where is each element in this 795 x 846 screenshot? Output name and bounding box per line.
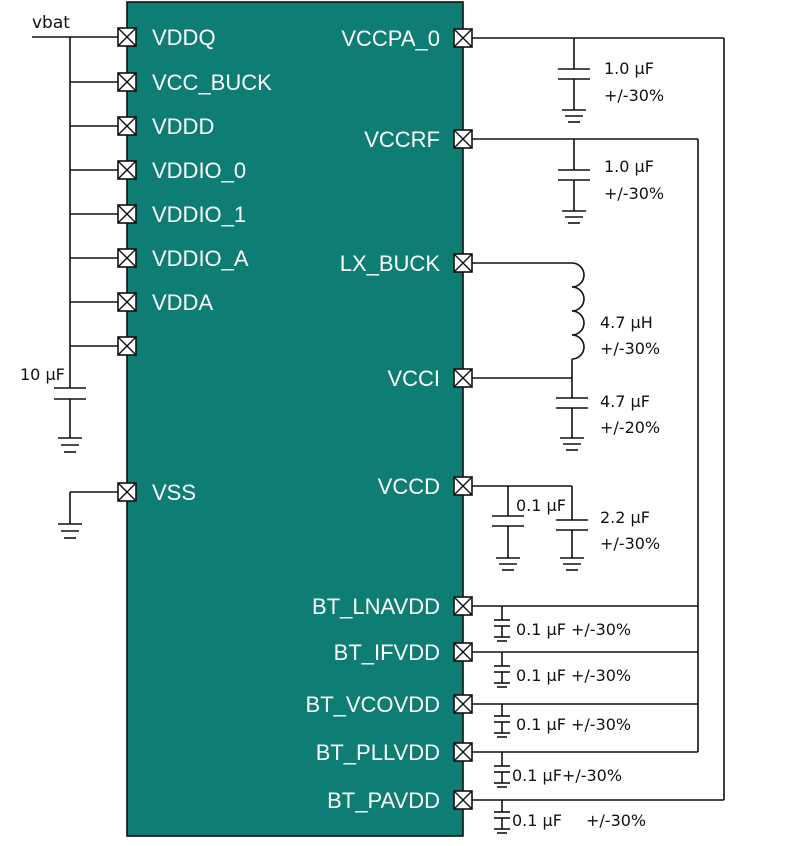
capacitor-bt-pavdd-tolerance: +/-30% <box>586 811 646 830</box>
pin-label-bt-lnavdd: BT_LNAVDD <box>312 594 440 619</box>
capacitor-vccd-value: 2.2 µF <box>600 508 650 527</box>
capacitor-vccd-large <box>556 519 588 571</box>
pin-label-vccpa-0: VCCPA_0 <box>341 26 440 51</box>
pin-label-bt-vcovdd: BT_VCOVDD <box>306 692 440 717</box>
pin-label-vddd: VDDD <box>152 114 214 139</box>
vccpa-net-wiring <box>472 37 725 801</box>
pin-unlabeled-left-7-connector <box>117 336 137 356</box>
capacitor-bt-pavdd-value: 0.1 µF <box>512 811 562 830</box>
pin-vss-connector <box>117 482 137 502</box>
capacitor-bt-pavdd <box>494 800 510 834</box>
capacitor-bt-lnavdd <box>494 606 510 642</box>
capacitor-bt-pllvdd <box>494 752 510 788</box>
pin-bt-ifvdd-connector <box>453 642 473 662</box>
vccd-net-wiring <box>472 485 573 520</box>
pin-label-vddio-a: VDDIO_A <box>152 246 249 271</box>
capacitor-vccpa-tolerance: +/-30% <box>604 86 664 105</box>
pin-label-vss: VSS <box>152 480 196 505</box>
pin-vddio-1-connector <box>117 204 137 224</box>
ground-symbol <box>58 437 82 453</box>
pin-vddio-0-connector <box>117 160 137 180</box>
capacitor-vccd-small-label: 0.1 µF <box>516 496 566 515</box>
pin-label-vddio-1: VDDIO_1 <box>152 202 246 227</box>
pin-label-vdda: VDDA <box>152 290 213 315</box>
capacitor-vcci-tolerance: +/-20% <box>600 418 660 437</box>
capacitor-vccd-small <box>492 515 524 571</box>
capacitor-bt-vcovdd <box>494 704 510 738</box>
pin-bt-pllvdd-connector <box>453 742 473 762</box>
pin-vddd-connector <box>117 116 137 136</box>
capacitor-vccrf-value: 1.0 µF <box>604 157 654 176</box>
pin-vccrf-connector <box>453 129 473 149</box>
capacitor-bt-vcovdd-label: 0.1 µF +/-30% <box>516 715 631 734</box>
pin-vcci-connector <box>453 368 473 388</box>
pin-vccpa-0-connector <box>453 28 473 48</box>
capacitor-vcci-value: 4.7 µF <box>600 392 650 411</box>
pin-label-vcc-buck: VCC_BUCK <box>152 70 272 95</box>
pin-vccd-connector <box>453 476 473 496</box>
pin-vddq-connector <box>117 27 137 47</box>
capacitor-vccpa-value: 1.0 µF <box>604 59 654 78</box>
pin-vcc-buck-connector <box>117 72 137 92</box>
pin-label-bt-pllvdd: BT_PLLVDD <box>316 740 440 765</box>
pin-lx-buck-connector <box>453 253 473 273</box>
capacitor-bt-lnavdd-label: 0.1 µF +/-30% <box>516 620 631 639</box>
pin-label-vddio-0: VDDIO_0 <box>152 158 246 183</box>
inductor-buck <box>472 262 585 379</box>
pin-label-vddq: VDDQ <box>152 25 216 50</box>
pin-bt-lnavdd-connector <box>453 596 473 616</box>
pin-bt-pavdd-connector <box>453 790 473 810</box>
pin-bt-vcovdd-connector <box>453 694 473 714</box>
ic-body <box>126 1 464 837</box>
inductor-buck-tolerance: +/-30% <box>600 339 660 358</box>
capacitor-bt-ifvdd <box>494 652 510 688</box>
pin-vdda-connector <box>117 292 137 312</box>
vbat-net-wiring <box>32 36 118 388</box>
capacitor-vcci <box>556 378 588 451</box>
capacitor-vccd-tolerance: +/-30% <box>600 534 660 553</box>
capacitor-bt-ifvdd-label: 0.1 µF +/-30% <box>516 666 631 685</box>
vss-ground-wiring <box>58 491 118 539</box>
capacitor-bt-pllvdd-label: 0.1 µF+/-30% <box>512 766 622 785</box>
inductor-buck-value: 4.7 µH <box>600 313 653 332</box>
vccrf-net-wiring <box>472 138 699 753</box>
capacitor-vbat-label: 10 µF <box>20 365 65 384</box>
pin-label-vcci: VCCI <box>387 366 440 391</box>
capacitor-vccrf <box>558 169 590 224</box>
pin-label-lx-buck: LX_BUCK <box>340 251 441 276</box>
capacitor-vccrf-tolerance: +/-30% <box>604 184 664 203</box>
pin-label-bt-pavdd: BT_PAVDD <box>327 788 440 813</box>
pin-vddio-a-connector <box>117 248 137 268</box>
pin-label-bt-ifvdd: BT_IFVDD <box>334 640 440 665</box>
capacitor-vccpa <box>558 68 590 123</box>
pin-label-vccd: VCCD <box>378 474 440 499</box>
vbat-net-label: vbat <box>32 13 70 33</box>
pin-label-vccrf: VCCRF <box>364 127 440 152</box>
capacitor-vbat <box>54 387 86 438</box>
